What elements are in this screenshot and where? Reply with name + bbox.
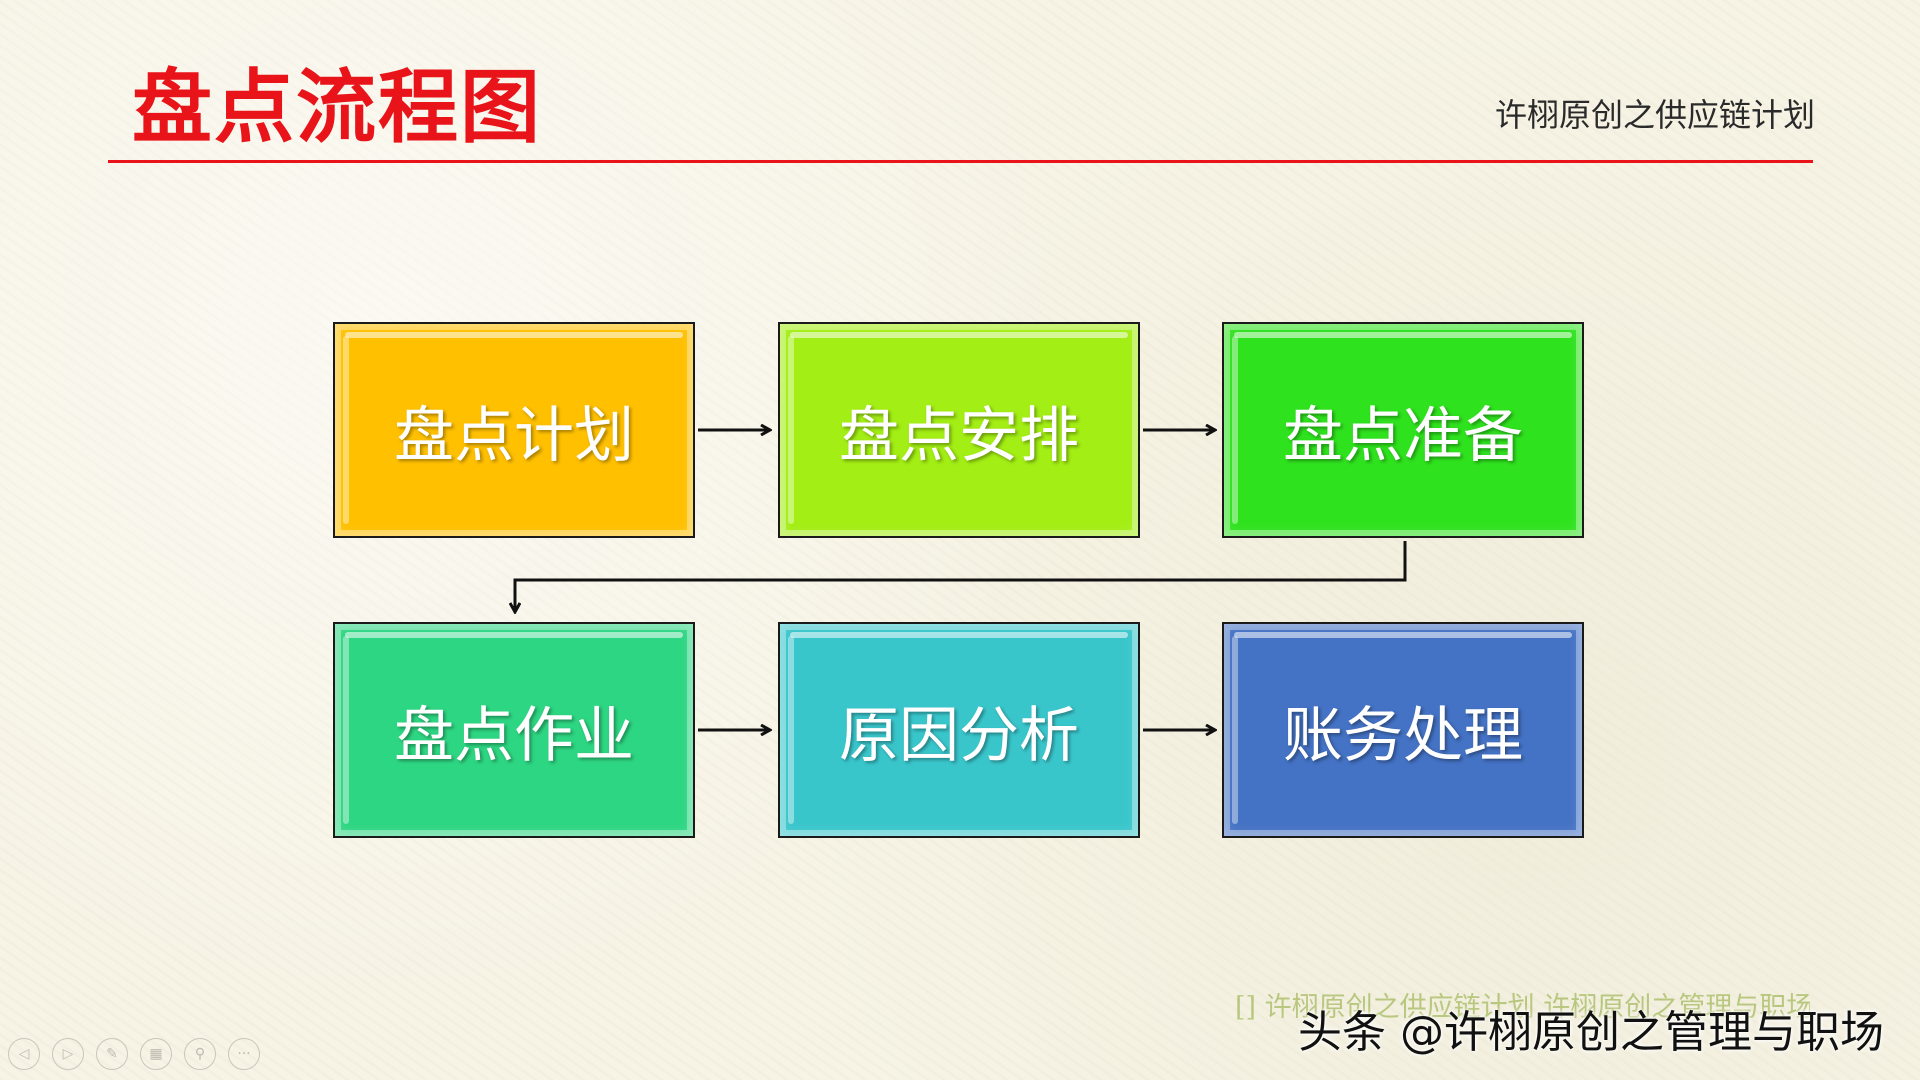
toutiao-watermark: 头条 @许栩原创之管理与职场	[1298, 1007, 1884, 1058]
prev-icon[interactable]: ◁	[8, 1038, 40, 1070]
step-inventory-operation: 盘点作业	[333, 622, 695, 838]
step-accounting: 账务处理	[1222, 622, 1584, 838]
step-label: 原因分析	[839, 700, 1079, 771]
arrow-prepare-to-operate	[515, 541, 1407, 612]
more-icon[interactable]: ···	[228, 1038, 260, 1070]
step-cause-analysis: 原因分析	[778, 622, 1140, 838]
step-label: 盘点安排	[839, 400, 1079, 471]
zoom-icon[interactable]: ⚲	[184, 1038, 216, 1070]
step-inventory-arrangement: 盘点安排	[778, 322, 1140, 538]
step-label: 盘点计划	[394, 400, 634, 471]
title-divider	[108, 160, 1813, 163]
slides-icon[interactable]: ▦	[140, 1038, 172, 1070]
step-label: 账务处理	[1283, 700, 1523, 771]
pen-icon[interactable]: ✎	[96, 1038, 128, 1070]
step-inventory-plan: 盘点计划	[333, 322, 695, 538]
faint-watermark: [] 许栩原创之供应链计划 许栩原创之管理与职场	[1235, 992, 1810, 1021]
slide-subtitle: 许栩原创之供应链计划	[1494, 96, 1815, 134]
next-icon[interactable]: ▷	[52, 1038, 84, 1070]
step-inventory-preparation: 盘点准备	[1222, 322, 1584, 538]
step-label: 盘点作业	[394, 700, 634, 771]
step-label: 盘点准备	[1283, 400, 1523, 471]
slide-title: 盘点流程图	[132, 61, 542, 154]
presentation-controls: ◁ ▷ ✎ ▦ ⚲ ···	[8, 1038, 260, 1070]
